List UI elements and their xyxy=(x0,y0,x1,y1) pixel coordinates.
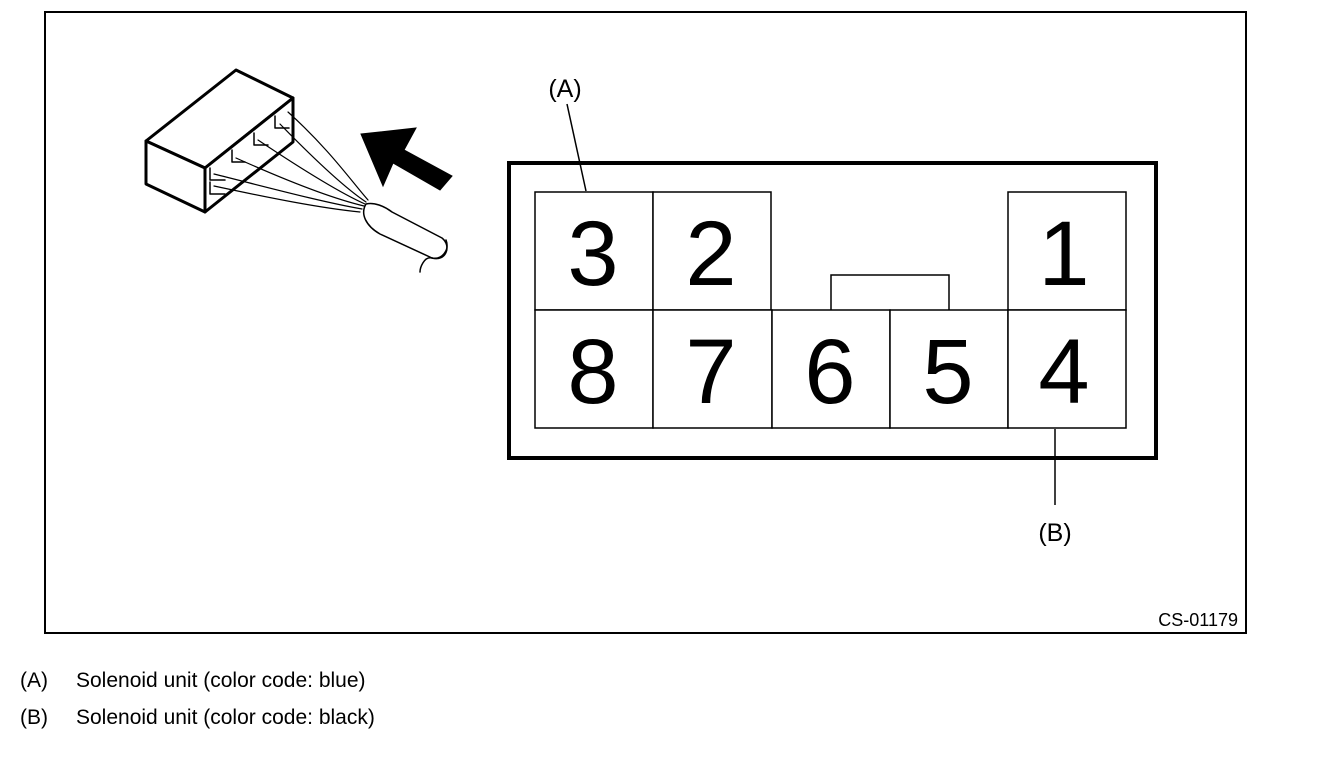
pin-number-5: 5 xyxy=(922,321,973,423)
pin-cell-8 xyxy=(534,309,654,429)
pin-number-7: 7 xyxy=(685,321,736,423)
callout-a-label: (A) xyxy=(548,75,581,103)
locking-tab xyxy=(830,274,950,310)
pin-cell-2 xyxy=(652,191,772,311)
pin-cell-3 xyxy=(534,191,654,311)
pin-cell-6 xyxy=(771,309,891,429)
pin-cells xyxy=(534,191,1127,429)
pin-cell-7 xyxy=(652,309,773,429)
pin-number-8: 8 xyxy=(567,321,618,423)
connector-sketch xyxy=(144,68,448,273)
legend-key-a: (A) xyxy=(20,669,48,692)
pin-number-2: 2 xyxy=(685,203,736,305)
pin-number-3: 3 xyxy=(567,203,618,305)
pin-number-6: 6 xyxy=(804,321,855,423)
figure-frame xyxy=(44,11,1247,634)
legend-key-b: (B) xyxy=(20,706,48,729)
pin-cell-4 xyxy=(1007,309,1127,429)
legend-item-a: (A) Solenoid unit (color code: blue) xyxy=(20,662,375,699)
pin-number-4: 4 xyxy=(1038,321,1089,423)
pin-number-1: 1 xyxy=(1038,203,1089,305)
legend-text-b: Solenoid unit (color code: black) xyxy=(76,706,375,729)
callout-a-leader xyxy=(566,103,587,192)
legend-item-b: (B) Solenoid unit (color code: black) xyxy=(20,699,375,736)
legend: (A) Solenoid unit (color code: blue) (B)… xyxy=(20,662,375,736)
figure-code: CS-01179 xyxy=(1158,610,1238,630)
callout-b-label: (B) xyxy=(1038,519,1071,547)
pin-cell-1 xyxy=(1007,191,1127,311)
pin-cell-5 xyxy=(889,309,1009,429)
view-direction-arrow xyxy=(360,127,453,191)
legend-text-a: Solenoid unit (color code: blue) xyxy=(76,669,366,692)
